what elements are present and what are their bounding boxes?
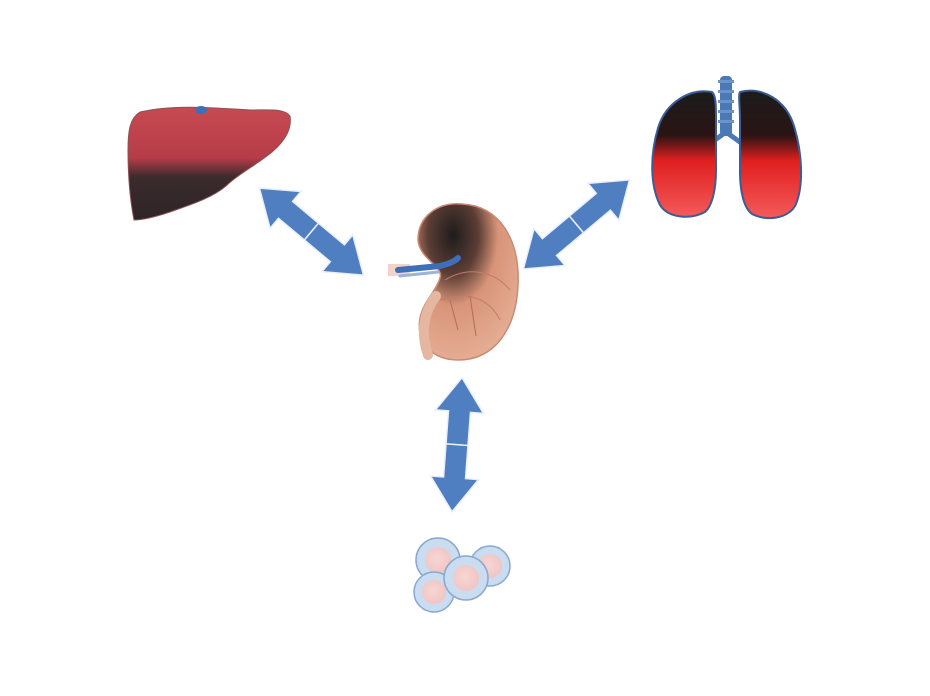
kidney-icon (388, 203, 519, 361)
arrow-kidney-to-lungs (568, 179, 631, 234)
arrow-cells-to-kidney (429, 443, 480, 513)
arrow-liver-to-kidney (303, 222, 365, 276)
arrow-lungs-to-kidney (522, 214, 585, 270)
lungs-icon (651, 76, 803, 220)
liver-icon (127, 106, 291, 221)
arrows-layer (258, 179, 631, 513)
cells-icon (413, 537, 511, 613)
arrow-kidney-to-cells (434, 376, 485, 447)
arrow-kidney-to-liver (258, 187, 320, 242)
